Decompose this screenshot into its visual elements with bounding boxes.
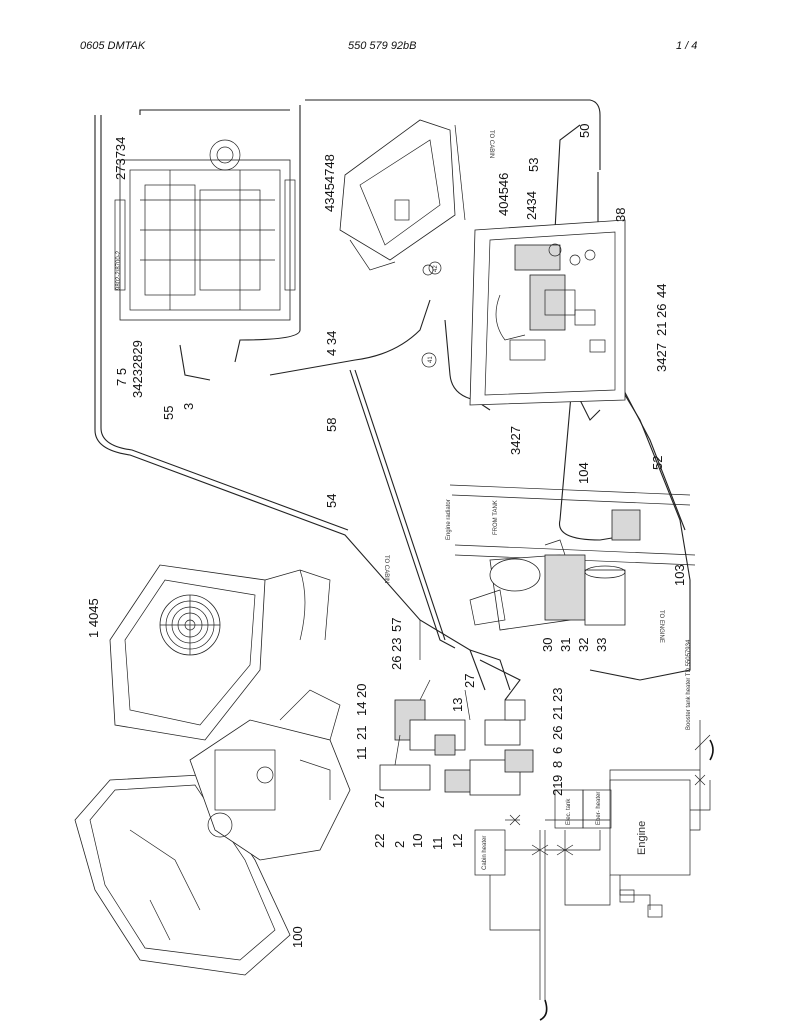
callout-34232829: 34232829 [130,340,145,398]
note-from-tank: FROM TANK [493,500,499,535]
callout-42: 42 [433,265,439,272]
callout-33: 33 [594,638,609,652]
header-doc-code: 0605 DMTAK [80,40,146,52]
note-engine-radiator: Engine radiator [446,499,452,540]
callout-3427-mid: 3427 [508,426,523,455]
callout-57: 57 [389,618,404,632]
callout-2: 2 [392,841,407,848]
note-cabin-heater: Cabin heater [482,836,488,870]
note-heater-label: Eber- heater [596,792,602,825]
engine-block-drawing [114,139,296,321]
note-to-cabin-mid: TO CABIN [383,555,389,583]
central-fittings-drawing [379,679,534,796]
callout-9: 9 [550,775,565,782]
callout-31: 31 [558,638,573,652]
callout-11-top: 11 [354,747,369,761]
callout-2434: 2434 [524,191,539,220]
callout-104: 104 [576,462,591,484]
callout-3427-right: 3427 [654,343,669,372]
hose-routes [94,99,691,701]
callout-26-right: 26 [654,304,669,318]
callout-55: 55 [161,406,176,420]
callout-44: 44 [654,284,669,298]
note-to-cabin-top: TO CABIN [488,130,494,158]
callout-21-left: 21 [354,726,369,740]
callout-3: 3 [181,403,196,410]
callout-21-mid: 21 [550,706,565,720]
callout-23-right: 23 [550,688,565,702]
callout-53: 53 [526,158,541,172]
header-page-number: 1 / 4 [676,40,698,52]
callout-8: 8 [550,761,565,768]
callout-22: 22 [372,834,387,848]
callout-1-4045: 1 4045 [86,598,101,638]
callout-58: 58 [324,418,339,432]
callout-26-top: 26 [389,656,404,670]
machine-body-drawing [74,689,351,976]
callout-13: 13 [450,698,465,712]
callout-12: 12 [450,834,465,848]
callout-103: 103 [672,564,687,586]
heater-valve-assembly [469,219,626,406]
callout-38: 38 [613,208,628,222]
callout-52: 52 [650,456,665,470]
cabin-panel-drawing [339,119,466,276]
header-part-number: 550 579 92bB [348,40,417,52]
callout-26-mid: 26 [550,726,565,740]
callout-21-right: 21 [654,322,669,336]
callout-50: 50 [577,124,592,138]
callout-23-top: 23 [389,638,404,652]
callout-32: 32 [576,638,591,652]
radiator-fan-drawing [109,564,331,741]
callout-273734: 273734 [113,137,128,180]
callout-10: 10 [410,834,425,848]
callout-20: 20 [354,684,369,698]
note-booster-heater: Booster tank heater TD 55057934 [686,639,692,730]
callout-41: 41 [428,356,434,363]
note-engine: Engine [636,821,648,855]
callout-7-5: 7 5 [114,368,129,386]
note-to-engine: TO ENGINE [658,610,664,643]
pump-area-drawing [449,484,696,631]
callout-6: 6 [550,747,565,754]
callout-11-bottom: 11 [430,837,445,851]
callout-404546: 404546 [496,173,511,216]
callout-30: 30 [540,638,555,652]
note-part-ref: 9802-2/8700-2 [116,250,122,290]
callout-4-34: 4 34 [324,331,339,356]
heating-schematic [474,720,714,1021]
callout-100: 100 [290,926,305,948]
callout-54: 54 [324,494,339,508]
callout-bubbles [421,261,442,368]
callout-labels: 273734 43454748 404546 2434 38 50 53 7 5… [86,124,687,948]
callout-43454748: 43454748 [322,154,337,212]
callout-21-bottom-hidden: 21 [550,782,565,796]
callout-14: 14 [354,702,369,716]
callout-27-top: 27 [462,674,477,688]
callout-27-left: 27 [372,794,387,808]
note-elec-heater: Elec. tank [566,798,572,825]
